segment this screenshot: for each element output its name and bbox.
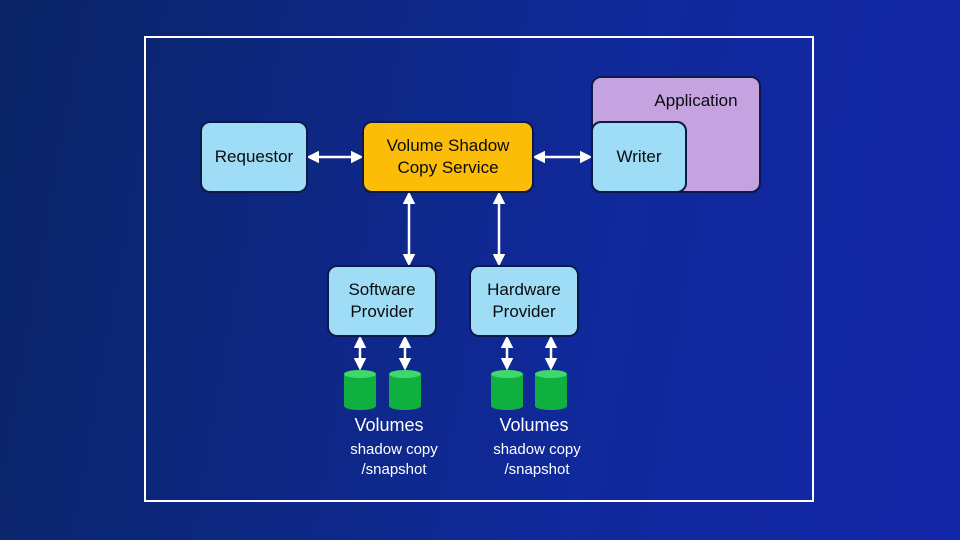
hardware-provider-label: Hardware Provider	[487, 280, 561, 321]
software-provider-label: Software Provider	[348, 280, 416, 321]
software-volumes-subtitle: shadow copy /snapshot	[350, 441, 438, 478]
hardware-provider-box: Hardware Provider	[469, 265, 579, 337]
application-label: Application	[654, 91, 738, 110]
volume-cylinder-icon	[535, 370, 567, 410]
software-provider-box: Software Provider	[327, 265, 437, 337]
vss-label: Volume Shadow Copy Service	[386, 136, 510, 177]
vss-box: Volume Shadow Copy Service	[362, 121, 534, 193]
hardware-volumes-subtitle: shadow copy /snapshot	[493, 441, 581, 478]
requestor-box: Requestor	[200, 121, 308, 193]
volume-cylinder-icon	[344, 370, 376, 410]
hardware-volumes-title: Volumes	[499, 415, 569, 435]
volume-cylinder-icon	[491, 370, 523, 410]
volume-cylinder-icon	[389, 370, 421, 410]
requestor-label: Requestor	[214, 147, 294, 166]
writer-box: Writer	[591, 121, 687, 193]
software-volumes-title: Volumes	[354, 415, 424, 435]
writer-label: Writer	[616, 147, 662, 166]
diagram-frame	[144, 36, 814, 502]
